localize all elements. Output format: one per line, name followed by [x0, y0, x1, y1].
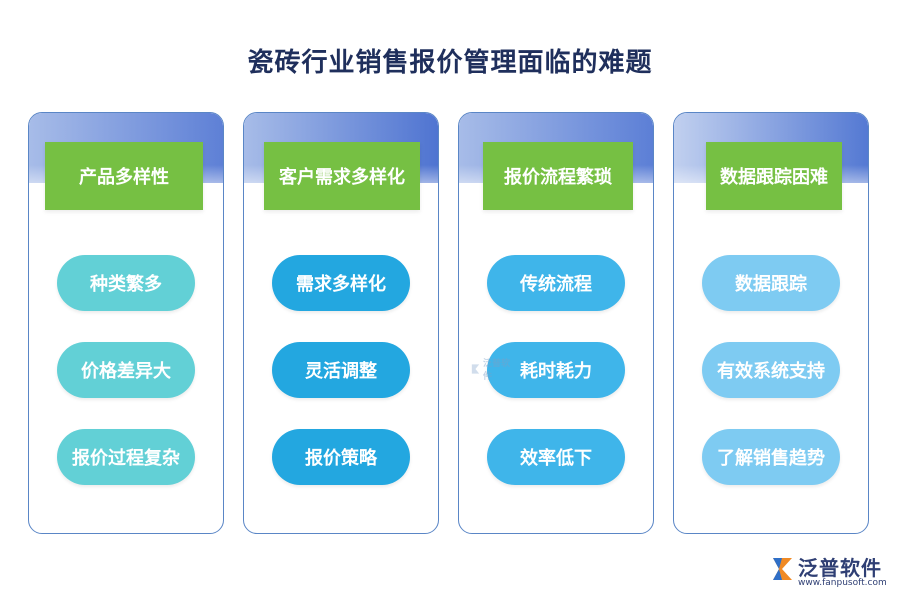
diagram-title: 瓷砖行业销售报价管理面临的难题: [247, 48, 653, 78]
column-header: 数据跟踪困难: [706, 142, 842, 210]
column-item: 需求多样化: [272, 255, 410, 311]
watermark: 泛普软件: [470, 358, 516, 382]
column-item: 耗时耗力: [487, 342, 625, 398]
column-header: 产品多样性: [45, 142, 203, 210]
column-item: 效率低下: [487, 429, 625, 485]
column-item: 灵活调整: [272, 342, 410, 398]
watermark-icon: [471, 364, 480, 374]
brand-logo: 泛普软件 www.fanpusoft.com: [770, 552, 890, 594]
logo-url: www.fanpusoft.com: [798, 578, 887, 588]
column-item: 价格差异大: [57, 342, 195, 398]
column-quote-process: 报价流程繁琐 传统流程 耗时耗力 效率低下: [458, 112, 654, 534]
column-item: 种类繁多: [57, 255, 195, 311]
column-item: 报价过程复杂: [57, 429, 195, 485]
column-item: 数据跟踪: [702, 255, 840, 311]
watermark-text: 泛普软件: [483, 359, 511, 382]
fanpu-logo-icon: [773, 558, 792, 580]
column-customer-needs: 客户需求多样化 需求多样化 灵活调整 报价策略: [243, 112, 439, 534]
column-header: 客户需求多样化: [264, 142, 420, 210]
column-data-tracking: 数据跟踪困难 数据跟踪 有效系统支持 了解销售趋势: [673, 112, 869, 534]
logo-name: 泛普软件: [798, 556, 882, 580]
column-item: 报价策略: [272, 429, 410, 485]
column-item: 了解销售趋势: [702, 429, 840, 485]
column-item: 传统流程: [487, 255, 625, 311]
column-header: 报价流程繁琐: [483, 142, 633, 210]
column-item: 有效系统支持: [702, 342, 840, 398]
column-product-diversity: 产品多样性 种类繁多 价格差异大 报价过程复杂: [28, 112, 224, 534]
